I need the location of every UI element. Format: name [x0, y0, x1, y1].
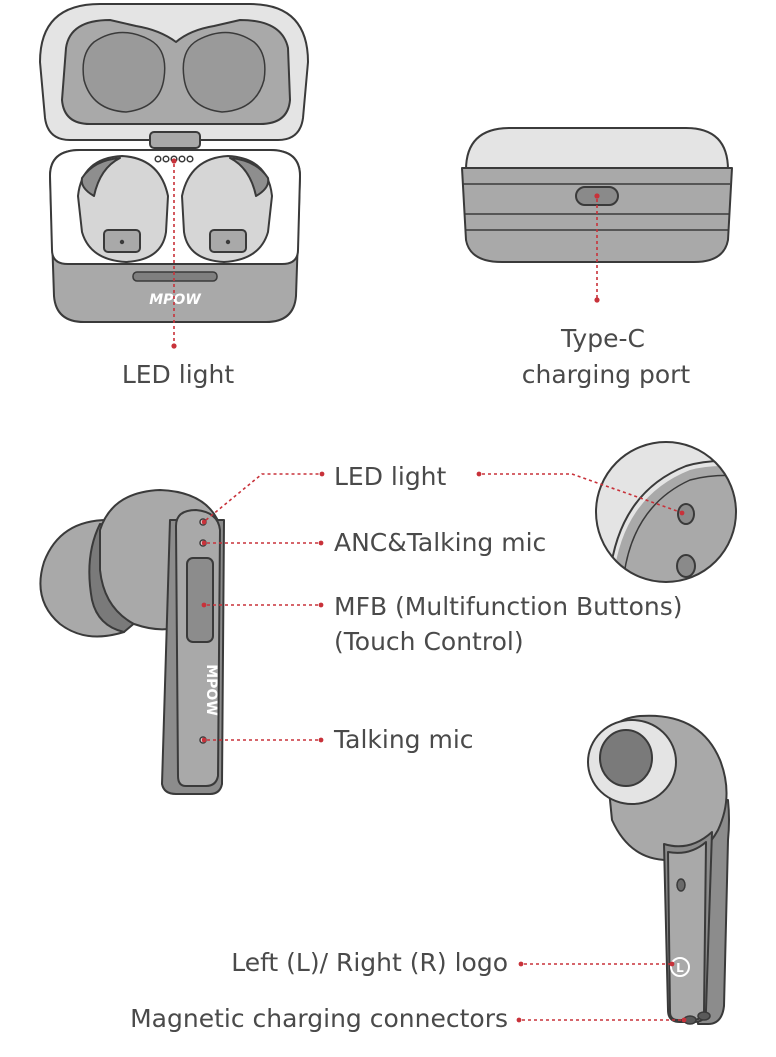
talking-mic-label: Talking mic: [333, 725, 474, 754]
lr-logo-label: Left (L)/ Right (R) logo: [231, 948, 508, 977]
case-brand-logo: MPOW: [149, 292, 201, 308]
earbud-front: MPOW: [39, 489, 225, 795]
connectors-label: Magnetic charging connectors: [130, 1004, 508, 1033]
earbud-back: L: [587, 714, 730, 1025]
case-led-indicator-dots: [154, 155, 194, 163]
closeup-led-callout: [476, 471, 685, 516]
earbud-brand-logo: MPOW: [203, 664, 219, 716]
charging-case-back: [461, 127, 733, 263]
case-led-label: LED light: [122, 360, 235, 389]
lr-logo-callout: [518, 961, 675, 967]
lr-logo-glyph: L: [676, 961, 684, 975]
lr-logo-badge: [670, 957, 690, 977]
connectors-callout: [516, 1017, 687, 1023]
type-c-label-line1: Type-C: [560, 324, 645, 353]
type-c-label-line2: charging port: [522, 360, 691, 389]
earbud-led-label: LED light: [334, 462, 447, 491]
earbud-led-closeup: [595, 441, 737, 583]
mfb-label-line1: MFB (Multifunction Buttons): [334, 592, 683, 621]
talking-mic-callout: [201, 737, 324, 743]
charging-case-open: MPOW: [39, 3, 309, 323]
mfb-touch-panel: [186, 557, 214, 643]
anc-mic-label: ANC&Talking mic: [334, 528, 546, 557]
case-led-callout: [171, 158, 177, 349]
earbud-led-callout: [201, 471, 325, 525]
mfb-label-line2: (Touch Control): [334, 627, 524, 656]
anc-mic-callout: [201, 540, 324, 546]
mfb-callout: [201, 602, 324, 608]
type-c-callout: [594, 193, 600, 303]
